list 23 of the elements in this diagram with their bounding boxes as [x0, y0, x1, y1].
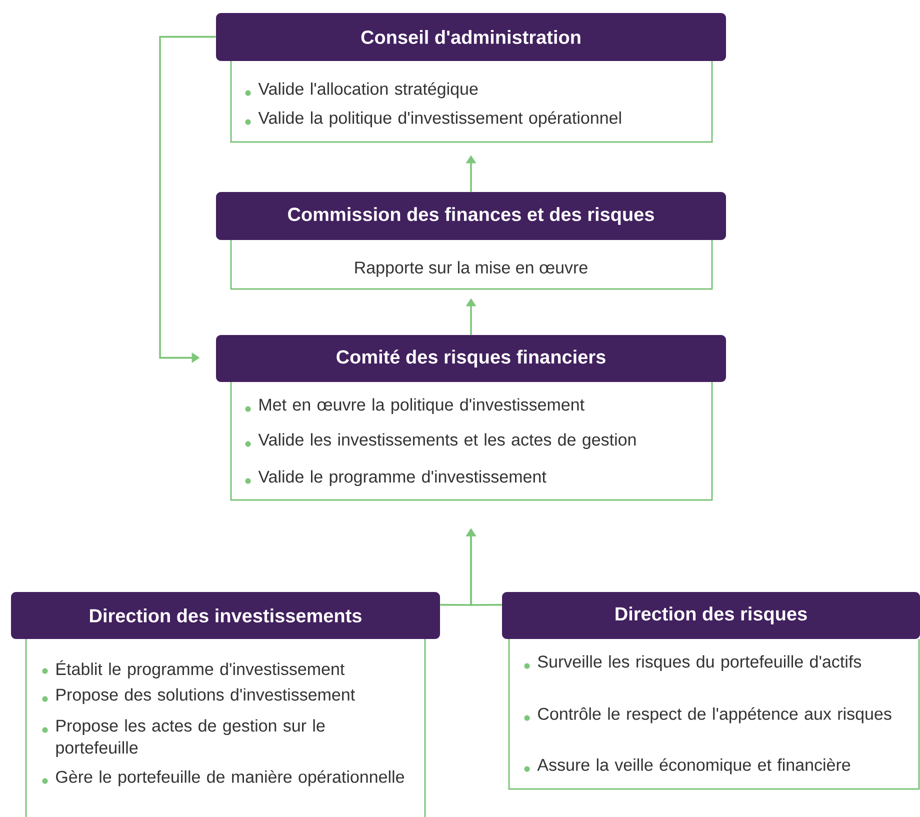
bullet-item: Propose des solutions d'investissement: [42, 688, 355, 704]
org-box: [502, 592, 920, 790]
bullet-item: Propose les actes de gestion sur le portefeuille: [42, 719, 325, 758]
heading: Direction des investissements: [90, 608, 362, 622]
heading: Conseil d'administration: [361, 30, 580, 44]
bullet-item: Valide les investissements et les actes de gestion: [245, 433, 636, 450]
bullet-item: Valide le programme d'investissement: [245, 470, 546, 486]
body-text: Rapporte sur la mise en œuvre: [355, 261, 588, 277]
org-box: [11, 592, 440, 817]
heading: Direction des risques: [616, 606, 807, 624]
org-box: [216, 13, 726, 143]
bullet-item: Met en œuvre la politique d'investissement: [245, 398, 584, 414]
bullet-item: Établit le programme d'investissement: [42, 660, 345, 678]
heading: Commission des finances et des risques: [288, 207, 654, 225]
bullet-item: Gère le portefeuille de manière opérationnelle: [42, 770, 404, 786]
org-box: [216, 192, 726, 290]
heading: Comité des risques financiers: [336, 350, 606, 368]
bullet-item: Assure la veille économique et financière: [524, 758, 850, 774]
org-box: [216, 335, 726, 501]
bullet-item: Surveille les risques du portefeuille d'actifs: [524, 655, 862, 672]
bullet-item: Contrôle le respect de l'appétence aux risques: [524, 707, 892, 724]
bullet-item: Valide la politique d'investissement opérationnel: [245, 111, 621, 128]
bullet-item: Valide l'allocation stratégique: [245, 82, 478, 98]
